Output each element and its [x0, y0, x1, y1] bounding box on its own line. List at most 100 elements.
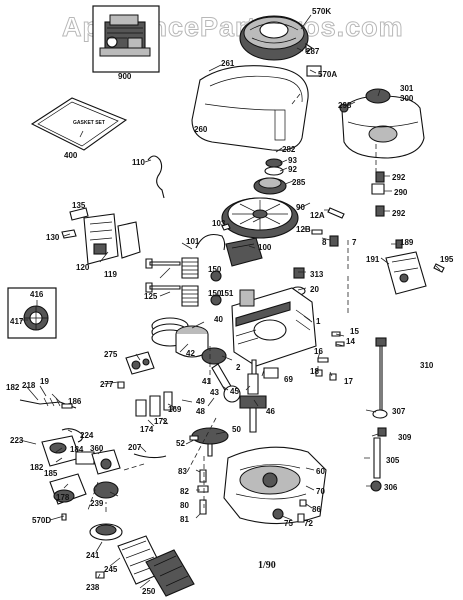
valve-retainer-2[interactable] [210, 294, 222, 306]
label-81: 81 [180, 515, 189, 524]
engine-sump[interactable] [223, 446, 327, 525]
bolt-81[interactable] [199, 499, 207, 515]
screw-103[interactable] [221, 223, 231, 231]
crankshaft[interactable] [239, 359, 267, 433]
part-17[interactable] [329, 373, 337, 381]
bracket-290[interactable] [371, 183, 385, 195]
part-75[interactable] [272, 508, 284, 520]
label-306: 306 [384, 483, 398, 492]
label-130: 130 [46, 233, 60, 242]
part-313[interactable] [293, 267, 305, 279]
screw-238[interactable] [95, 571, 105, 579]
label-80: 80 [180, 501, 189, 510]
part-16[interactable] [317, 357, 329, 363]
part-174[interactable] [135, 399, 147, 417]
part-309[interactable] [377, 427, 387, 437]
part-18[interactable] [315, 369, 323, 377]
part-169[interactable] [163, 391, 173, 411]
label-70: 70 [316, 487, 325, 496]
breather-gasket[interactable] [117, 221, 141, 259]
label-12B: 12B [296, 225, 311, 234]
breather-cover-135[interactable] [69, 207, 89, 221]
part-72[interactable] [297, 513, 305, 523]
ground-wire[interactable] [147, 155, 165, 199]
ignition-coil[interactable] [225, 237, 263, 267]
key-12b[interactable] [311, 229, 323, 235]
valve-exhaust[interactable] [145, 258, 181, 269]
breather-assembly[interactable] [83, 213, 119, 265]
leader-lines [19, 14, 441, 589]
dipstick[interactable] [375, 337, 387, 411]
label-224: 224 [80, 431, 94, 440]
carburetor[interactable] [41, 435, 95, 467]
valve-retainer[interactable] [210, 270, 222, 282]
starter-cup[interactable] [253, 177, 287, 195]
part-306[interactable] [370, 480, 382, 492]
carburetor-body-360[interactable] [91, 449, 121, 475]
label-50: 50 [232, 425, 241, 434]
gasket-set[interactable]: GASKET SET [30, 97, 128, 151]
label-100: 100 [258, 243, 272, 252]
bolt-83[interactable] [199, 469, 207, 483]
label-260: 260 [194, 125, 208, 134]
label-182b: 182 [30, 463, 44, 472]
label-46: 46 [266, 407, 275, 416]
label-300: 300 [400, 94, 414, 103]
seal-307[interactable] [372, 409, 388, 419]
part-86[interactable] [299, 499, 307, 507]
air-filter-cover[interactable] [89, 523, 123, 541]
label-298: 298 [338, 101, 352, 110]
piston[interactable] [175, 325, 209, 358]
label-150a: 150 [208, 265, 222, 274]
label-239: 239 [90, 499, 104, 508]
label-18: 18 [310, 367, 319, 376]
fuel-bowl[interactable] [49, 473, 87, 505]
washer-82[interactable] [197, 485, 209, 493]
flywheel-washer[interactable] [264, 166, 284, 176]
blower-housing[interactable] [191, 65, 309, 151]
label-125: 125 [144, 292, 158, 301]
label-75: 75 [284, 519, 293, 528]
tank-bolt[interactable] [339, 103, 349, 113]
part-69[interactable] [263, 367, 279, 379]
recoil-starter[interactable] [239, 15, 309, 61]
engine-assembly-inset[interactable] [92, 5, 160, 73]
valve-springs[interactable] [181, 257, 199, 307]
part-186[interactable] [61, 403, 73, 409]
label-570A: 570A [318, 70, 337, 79]
label-182a: 182 [6, 383, 20, 392]
part-195[interactable] [433, 263, 445, 273]
label-207: 207 [128, 443, 142, 452]
starter-bolt[interactable] [305, 42, 313, 54]
governor-bracket[interactable] [385, 251, 427, 295]
primer-570D[interactable] [61, 513, 67, 521]
label-83: 83 [178, 467, 187, 476]
ignition-inset[interactable] [7, 287, 57, 339]
part-277[interactable] [117, 381, 125, 389]
linkage-207[interactable] [133, 453, 167, 459]
bracket-292-bottom[interactable] [375, 205, 385, 217]
flywheel-key[interactable] [327, 207, 345, 219]
label-417: 417 [10, 317, 24, 326]
label-301: 301 [400, 84, 414, 93]
flywheel[interactable] [221, 197, 299, 239]
part-52[interactable] [189, 435, 199, 441]
part-8[interactable] [329, 235, 339, 247]
cam-275[interactable] [125, 351, 155, 375]
bracket-292-top[interactable] [375, 171, 385, 183]
dipstick-tube[interactable] [373, 437, 381, 479]
link-224[interactable] [61, 428, 84, 443]
valve-intake[interactable] [145, 282, 181, 293]
crankcase-cylinder[interactable] [231, 287, 317, 367]
label-43: 43 [210, 388, 219, 397]
cam-gear[interactable] [191, 427, 229, 457]
starter-decal[interactable] [306, 65, 322, 77]
label-307: 307 [392, 407, 406, 416]
air-filter-housing[interactable] [145, 549, 195, 597]
ignition-lead[interactable] [195, 233, 226, 251]
flywheel-nut[interactable] [265, 158, 283, 168]
gasket-set-label: GASKET SET [73, 120, 105, 126]
label-282: 282 [282, 145, 296, 154]
part-239[interactable] [93, 481, 119, 499]
part-172[interactable] [149, 395, 161, 417]
